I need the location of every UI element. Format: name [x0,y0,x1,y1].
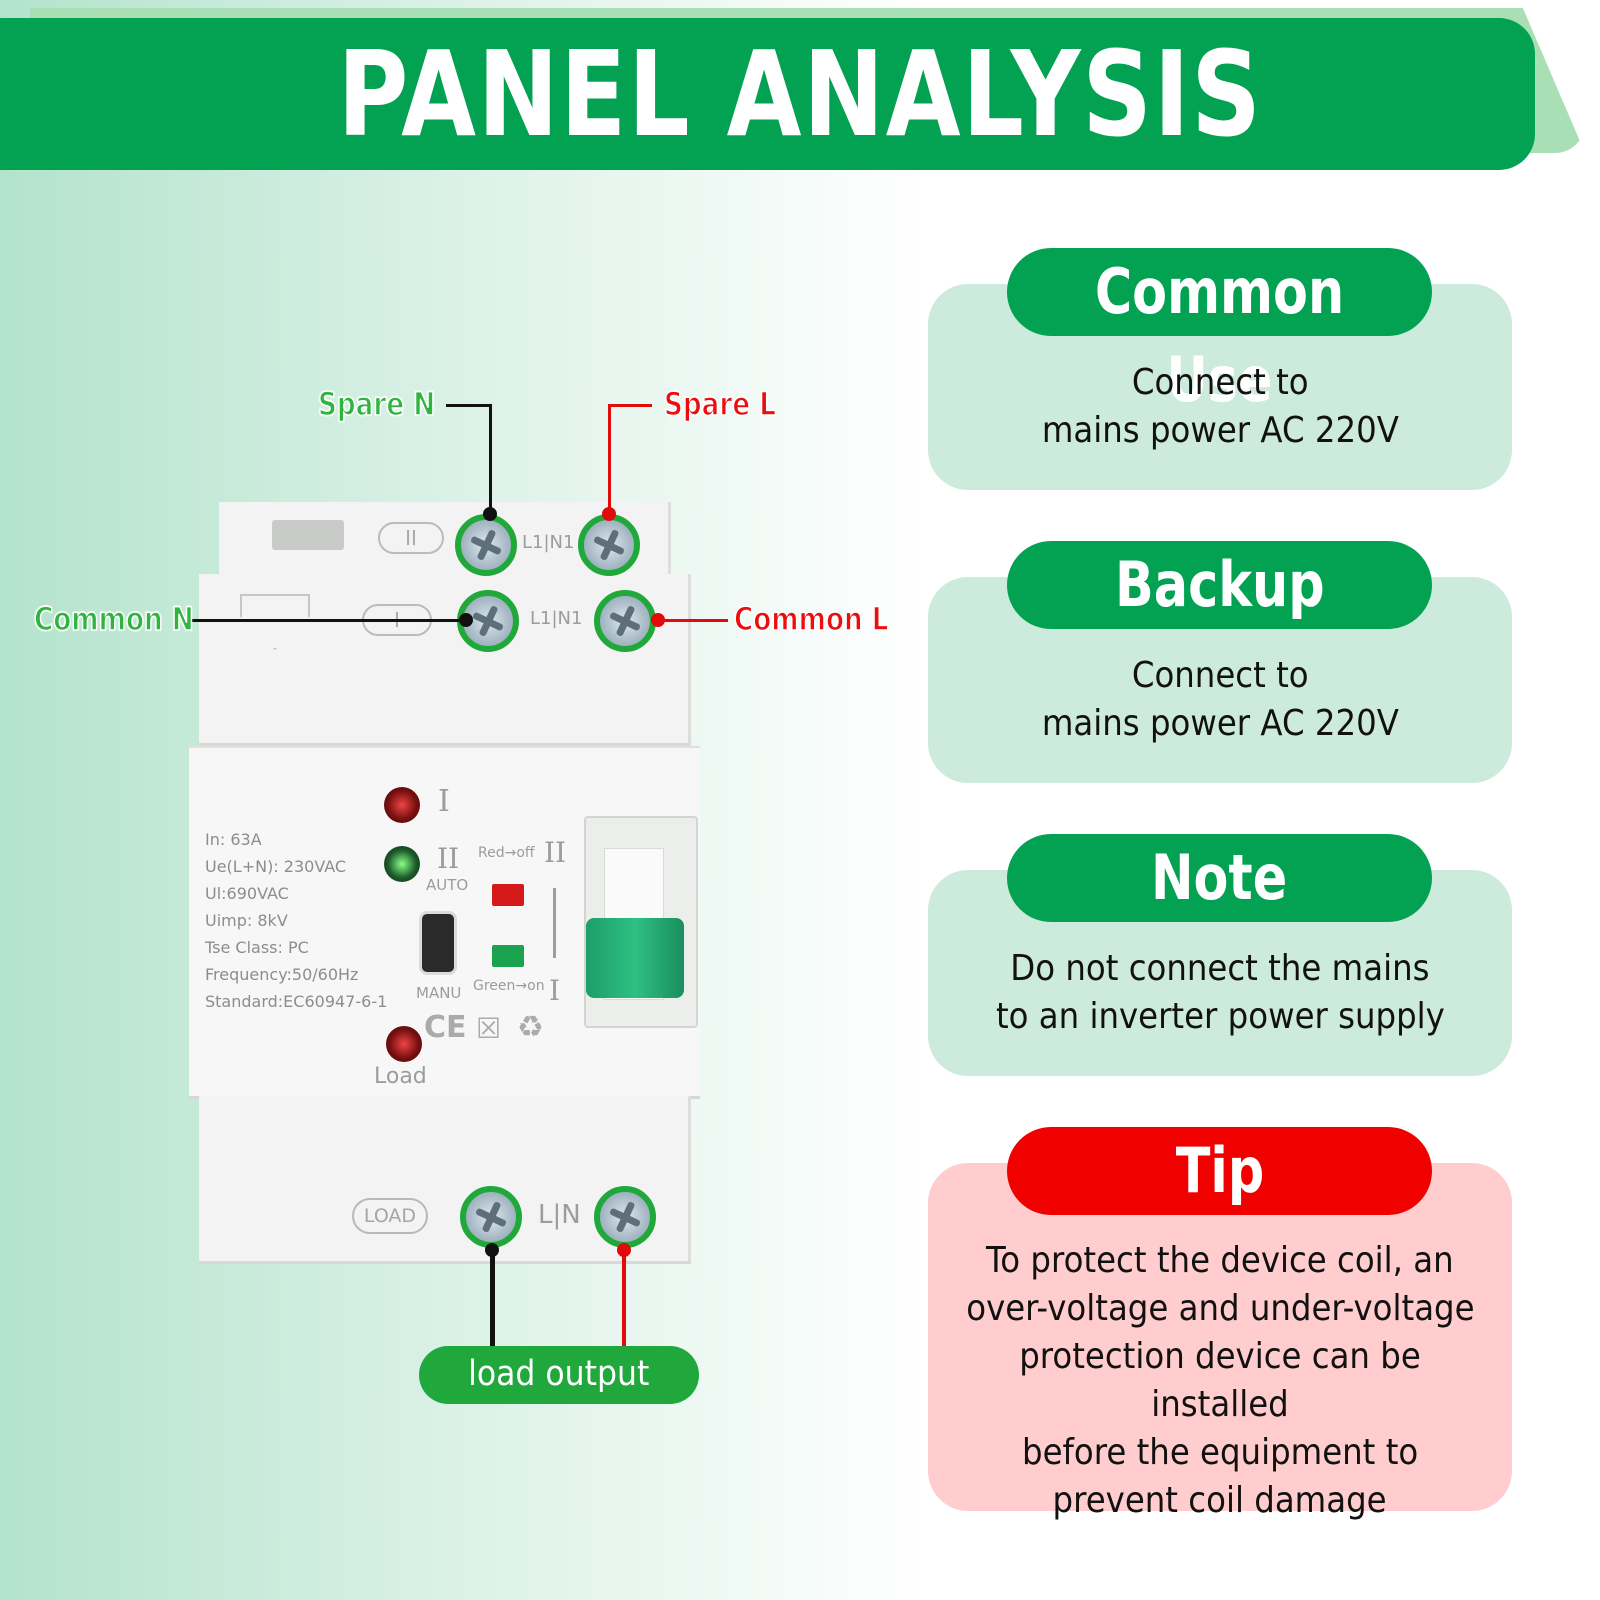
indicator-ii-led [384,846,420,882]
indicator-i-label: I [438,784,450,819]
load-indicator-led [386,1026,422,1062]
common-l-dot [651,613,665,627]
spare-n-terminal-screw [455,514,517,576]
common-l-leader [658,619,728,622]
device-specs: In: 63A Ue(L+N): 230VAC Ul:690VAC Uimp: … [205,830,388,1011]
load-badge: LOAD [352,1198,428,1234]
position-i-label: I [549,974,561,1007]
load-terminal-label: L|N [538,1200,581,1230]
source-ii-badge: II [378,522,444,554]
recycle-icon: ♻ [517,1010,544,1045]
spare-terminal-label: L1|N1 [522,532,575,553]
spare-n-label: Spare N [317,384,436,424]
backup-text: Connect to mains power AC 220V [1041,655,1399,744]
indicator-i-led [384,787,420,823]
load-output-badge: load output [419,1346,699,1404]
load-n-terminal-screw [594,1186,656,1248]
common-use-text: Connect to mains power AC 220V [1041,362,1399,451]
spare-l-leader-v [608,404,611,514]
auto-manu-toggle[interactable] [422,914,454,972]
common-l-terminal-screw [594,590,656,652]
load-output-leader-black [490,1250,495,1348]
tip-card [928,1163,1512,1511]
note-heading: Note [1007,834,1432,922]
switch-handle-lever[interactable] [586,918,684,998]
position-ii-label: II [544,836,567,869]
common-n-dot [459,613,473,627]
common-n-label: Common N [33,599,194,639]
spare-n-leader-h [446,404,492,407]
indicator-ii-label: II [437,842,460,875]
page-title: PANEL ANALYSIS [337,25,1263,163]
red-off-label: Red→off [478,845,535,861]
title-banner [0,18,1535,170]
backup-heading: Backup [1007,541,1432,629]
position-arrow-icon [553,888,556,958]
ce-mark: CE [424,1010,467,1045]
load-output-dot-red [617,1243,631,1257]
green-on-label: Green→on [473,978,545,994]
common-l-label: Common L [733,599,889,639]
tip-heading: Tip [1007,1127,1432,1215]
load-output-dot-black [485,1243,499,1257]
note-text: Do not connect the mains to an inverter … [995,948,1445,1037]
weee-bin-icon: ☒ [476,1012,502,1045]
load-output-leader-red [622,1250,626,1348]
spare-l-leader-h [608,404,652,407]
auto-label: AUTO [426,876,469,894]
load-l-terminal-screw [460,1186,522,1248]
common-n-leader [187,619,467,622]
red-state-window [492,884,524,906]
load-indicator-label: Load [374,1064,427,1089]
spare-n-dot [483,507,497,521]
brand-logo [272,520,344,550]
common-terminal-label: L1|N1 [530,608,583,629]
green-state-window [492,945,524,967]
spare-l-dot [602,507,616,521]
spare-l-label: Spare L [663,384,776,424]
spare-l-terminal-screw [578,514,640,576]
manu-label: MANU [416,984,462,1002]
common-use-heading: Common Use [1007,248,1432,416]
spare-n-leader-v [489,404,492,514]
tip-text: To protect the device coil, an over-volt… [965,1240,1475,1521]
